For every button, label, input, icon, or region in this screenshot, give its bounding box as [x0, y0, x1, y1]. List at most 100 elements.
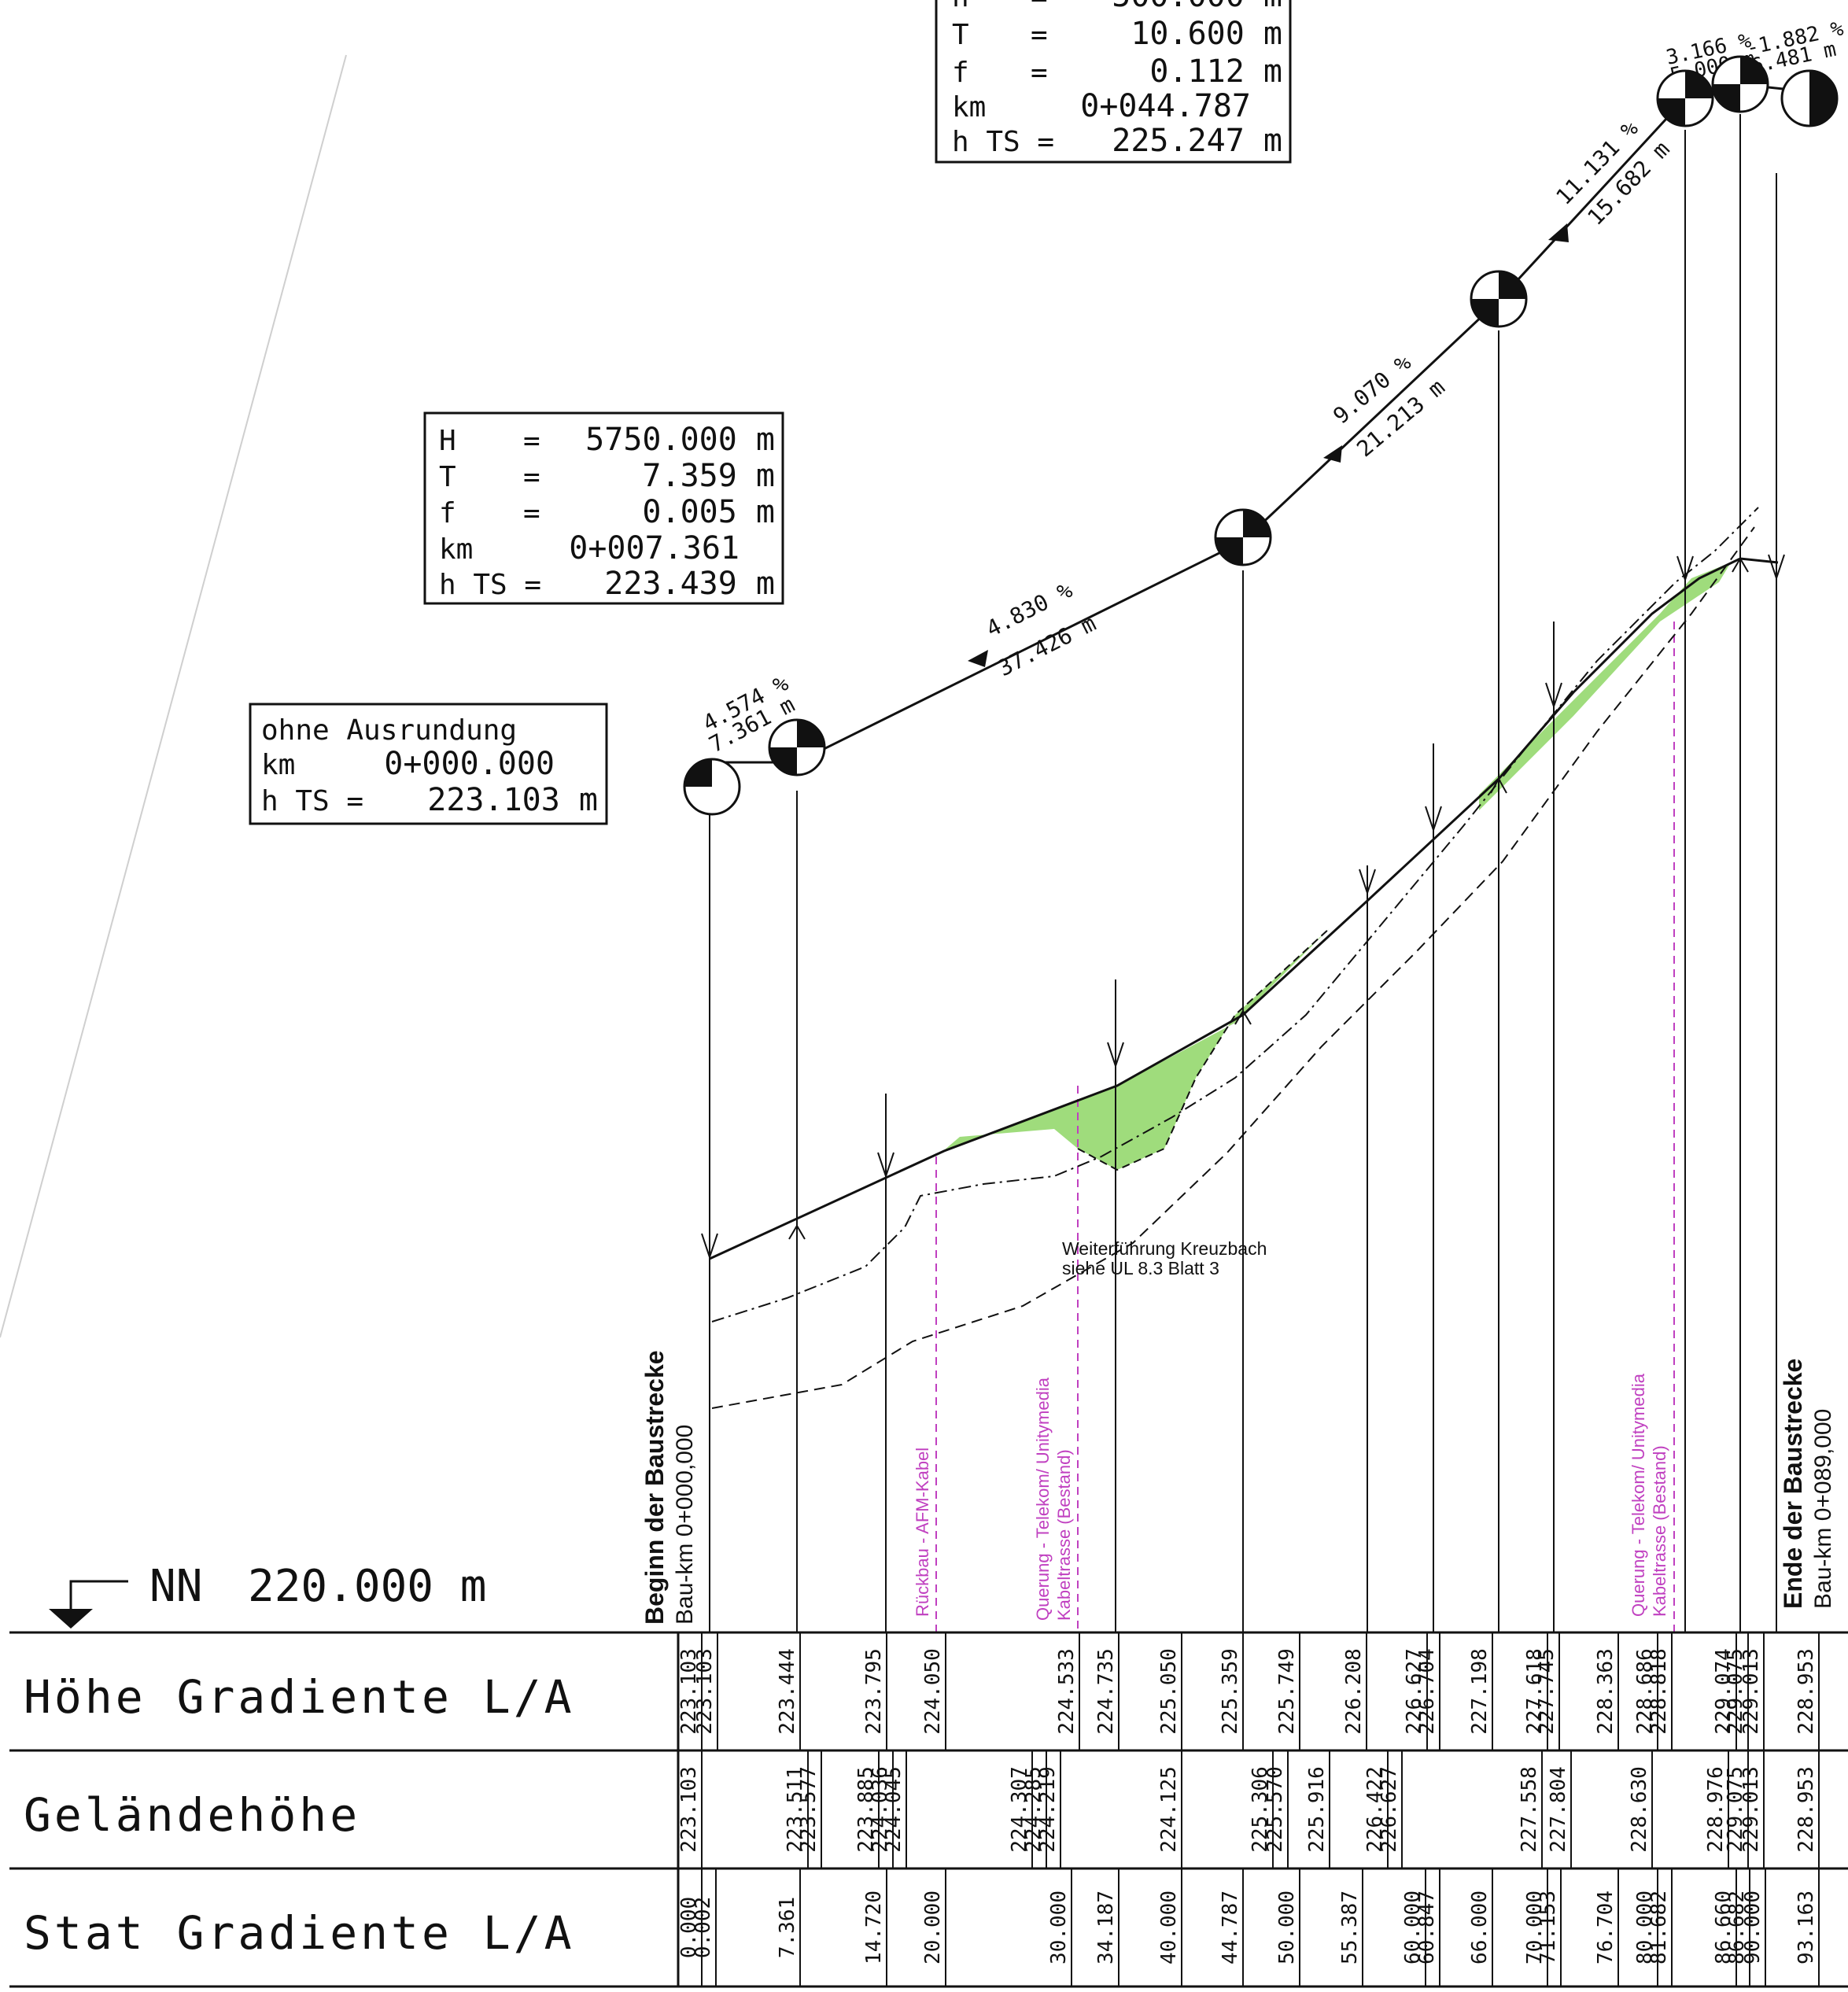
start-box-k2: h TS = [261, 785, 363, 817]
start-box-v1: 0+000.000 [384, 746, 555, 782]
table-cell-value: 223.885 [854, 1766, 878, 1853]
table-cell-value: 226.208 [1342, 1648, 1366, 1735]
afm-label: Rückbau - AFM-Kabel [913, 1448, 932, 1617]
table-cell-value: 50.000 [1275, 1891, 1299, 1964]
table-cell-value: 228.976 [1704, 1766, 1728, 1853]
top-box-v0: 500.000 m [1112, 0, 1282, 14]
grade-arrows [968, 223, 1569, 667]
top-box-eq1: = [1031, 19, 1048, 51]
table-cell-value: 224.050 [921, 1648, 945, 1735]
table-cell-value: 86.660 [1712, 1891, 1735, 1964]
table-cell-value: 224.735 [1094, 1648, 1118, 1735]
table-cell-value: 228.818 [1647, 1648, 1671, 1735]
crossing-lines [935, 622, 1675, 1632]
table-cell-value: 223.103 [677, 1766, 701, 1853]
table-cell-value: 227.558 [1518, 1766, 1541, 1853]
row-label-hoehe: Höhe Gradiente L/A [24, 1670, 575, 1724]
table-cell-value: 225.749 [1275, 1648, 1299, 1735]
top-box-eq2: = [1031, 57, 1048, 89]
datum-value: 220.000 m [248, 1561, 486, 1612]
table-cell-value: 80.000 [1633, 1891, 1657, 1964]
table-cell-value: 224.125 [1157, 1766, 1181, 1853]
table-cell-value: 66.000 [1468, 1891, 1492, 1964]
table-cell-value: 55.387 [1338, 1891, 1362, 1964]
telekom2-line2: Kabeltrasse (Bestand) [1650, 1445, 1669, 1617]
top-box-v1: 10.600 m [1131, 16, 1282, 52]
terrain-line-dashdot [711, 507, 1759, 1322]
table-cell-value: 20.000 [921, 1891, 945, 1964]
top-box-k1: T [952, 19, 969, 51]
table-cell-value: 229.013 [1739, 1648, 1763, 1735]
table-cell-value: 34.187 [1094, 1891, 1118, 1964]
datum-marker: NN 220.000 m [49, 1561, 486, 1629]
begin-title: Beginn der Baustrecke [640, 1350, 669, 1625]
table-cell-value: 7.361 [776, 1897, 799, 1958]
top-box-k3: km [952, 91, 986, 124]
start-box-k1: km [261, 749, 295, 781]
top-curve-box: h = 500.000 m T = 10.600 m f = 0.112 m k… [935, 0, 1292, 164]
top-box-eq0: = [1031, 0, 1048, 13]
cut-outline [1077, 928, 1330, 1171]
telekom1-line1: Querung - Telekom/ Unitymedia [1033, 1377, 1053, 1621]
mid-box-v3: 0+007.361 [569, 530, 740, 566]
table-cell-value: 224.285 [1022, 1766, 1046, 1853]
terrain-line-dashed [711, 526, 1755, 1409]
table-cell-value: 228.363 [1594, 1648, 1617, 1735]
table-cell-value: 223.103 [677, 1648, 701, 1735]
table-cell-value: 14.720 [862, 1891, 886, 1964]
table-cell-value: 226.704 [1415, 1648, 1439, 1735]
telekom1-line2: Kabeltrasse (Bestand) [1054, 1449, 1074, 1621]
middle-curve-box: H = 5750.000 m T = 7.359 m f = 0.005 m k… [423, 411, 784, 605]
table-cell-value: 76.704 [1594, 1891, 1617, 1964]
table-cell-value: 229.075 [1724, 1648, 1747, 1735]
table-cell-value: 227.198 [1468, 1648, 1492, 1735]
mid-box-eq2: = [523, 497, 540, 529]
table-cell-value: 44.787 [1219, 1891, 1242, 1964]
table-cell-value: 227.618 [1523, 1648, 1547, 1735]
table-cell-value: 224.533 [1055, 1648, 1079, 1735]
station-arrows [701, 554, 1785, 1260]
end-km: Bau-km 0+089,000 [1810, 1409, 1836, 1609]
earthwork-fill [944, 928, 1330, 1170]
top-box-v2: 0.112 m [1149, 53, 1282, 90]
table-cell-value: 225.306 [1249, 1766, 1272, 1853]
top-box-v4: 225.247 m [1112, 123, 1282, 159]
table-cell-value: 40.000 [1157, 1891, 1181, 1964]
tangent-symbols [683, 55, 1839, 816]
table-cell-value: 223.444 [776, 1648, 799, 1735]
table-cell-value: 228.953 [1795, 1766, 1818, 1853]
table-cell-value: 223.577 [797, 1766, 821, 1853]
table-cell-value: 224.045 [882, 1766, 906, 1853]
table-cell-value: 226.627 [1403, 1648, 1426, 1735]
datum-label: NN [149, 1561, 202, 1612]
mid-box-eq1: = [523, 461, 540, 493]
mid-box-v4: 223.439 m [604, 566, 775, 602]
mid-box-v2: 0.005 m [642, 494, 775, 530]
table-cell-value: 229.013 [1739, 1766, 1763, 1853]
station-lines [709, 114, 1777, 1632]
mid-box-k3: km [439, 533, 473, 566]
table-cell-value: 223.103 [693, 1648, 717, 1735]
table-cell-value: 71.153 [1536, 1891, 1560, 1964]
table-cell-value: 228.630 [1628, 1766, 1651, 1853]
mid-box-eq0: = [523, 425, 540, 457]
table-cell-value: 70.000 [1523, 1891, 1547, 1964]
table-cell-value: 225.050 [1157, 1648, 1181, 1735]
table-cell-value: 0.000 [677, 1897, 701, 1958]
table-cell-value: 229.075 [1724, 1766, 1747, 1853]
table-cell-value: 225.916 [1305, 1766, 1329, 1853]
table-cell-value: 224.307 [1008, 1766, 1031, 1853]
mid-box-v0: 5750.000 m [585, 422, 775, 458]
start-box: ohne Ausrundung km 0+000.000 h TS = 223.… [249, 703, 608, 825]
mid-box-v1: 7.359 m [642, 458, 775, 494]
table-cell-value: 226.422 [1363, 1766, 1387, 1853]
table-cell-value: 227.804 [1547, 1766, 1570, 1853]
table-cell-value: 223.511 [784, 1766, 807, 1853]
table-cell-value: 225.359 [1219, 1648, 1242, 1735]
start-box-k0: ohne Ausrundung [261, 714, 517, 747]
table-cell-value: 81.682 [1647, 1891, 1671, 1964]
